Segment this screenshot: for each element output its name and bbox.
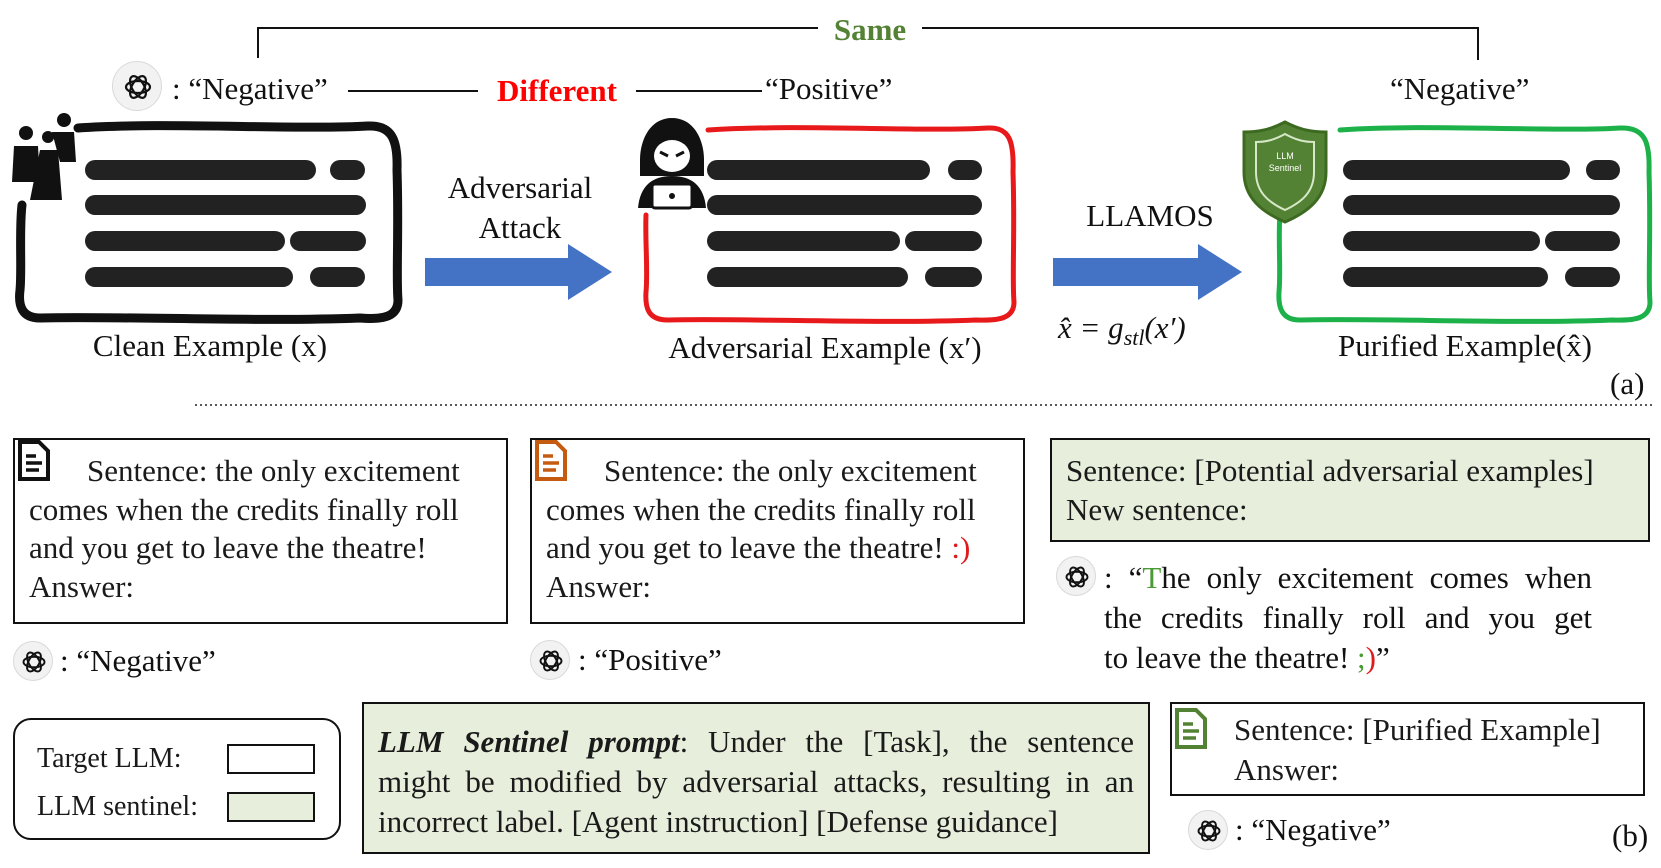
adversarial-emoticon: :)	[951, 530, 971, 565]
clean-prompt-box: Sentence: the only excitement comes when…	[13, 438, 508, 624]
adversarial-attack-arrow	[425, 244, 612, 300]
purified-box-prediction: : “Negative”	[1235, 812, 1391, 847]
method-formula: x̂ = gstl(x′)	[1058, 310, 1186, 351]
same-bracket	[257, 27, 1479, 60]
llamos-arrow	[1053, 244, 1242, 300]
legend-llm-sentinel-swatch	[227, 792, 315, 822]
method-label: LLAMOS	[1086, 198, 1214, 233]
legend-target-llm-label: Target LLM:	[37, 743, 182, 774]
chatgpt-icon	[112, 61, 162, 111]
panel-b-label: (b)	[1612, 818, 1649, 853]
chatgpt-icon	[530, 640, 570, 680]
adversarial-prediction: “Positive”	[765, 71, 893, 106]
document-icon	[1175, 708, 1207, 749]
shield-label: LLM Sentinel	[1268, 151, 1302, 173]
purified-prompt-box: Sentence: [Purified Example] Answer:	[1170, 702, 1645, 796]
legend-box: Target LLM: LLM sentinel:	[13, 718, 341, 840]
purified-caption: Purified Example(x̂)	[1338, 328, 1592, 363]
legend-target-llm-swatch	[227, 744, 315, 774]
document-icon	[18, 440, 50, 481]
shield-icon	[1242, 120, 1328, 224]
clean-example-doc	[15, 121, 403, 324]
document-icon	[535, 440, 567, 481]
panel-a-label: (a)	[1610, 366, 1645, 401]
attack-label: Adversarial Attack	[447, 170, 593, 245]
hacker-icon	[638, 118, 706, 210]
clean-box-prediction: : “Negative”	[60, 643, 216, 678]
same-label: Same	[833, 12, 907, 47]
adversarial-caption: Adversarial Example (x′)	[668, 330, 982, 365]
clean-caption: Clean Example (x)	[92, 328, 328, 363]
chatgpt-icon	[1056, 556, 1096, 596]
family-icon	[12, 113, 76, 200]
sentinel-input-box: Sentence: [Potential adversarial example…	[1050, 438, 1650, 542]
different-label: Different	[497, 73, 617, 108]
chatgpt-icon	[13, 641, 53, 681]
clean-prediction: : “Negative”	[172, 71, 328, 106]
legend-llm-sentinel-label: LLM sentinel:	[37, 791, 198, 822]
chatgpt-icon	[1188, 810, 1228, 850]
sentinel-prompt-box: LLM Sentinel prompt: Under the [Task], t…	[362, 702, 1150, 854]
adversarial-example-doc	[643, 125, 1017, 324]
purified-example-doc	[1276, 125, 1653, 324]
sentinel-output: : “The only excitement comes when the cr…	[1104, 560, 1593, 675]
adversarial-box-prediction: : “Positive”	[578, 642, 722, 677]
adversarial-prompt-box: Sentence: the only excitement comes when…	[530, 438, 1025, 624]
purified-prediction: “Negative”	[1390, 71, 1530, 106]
